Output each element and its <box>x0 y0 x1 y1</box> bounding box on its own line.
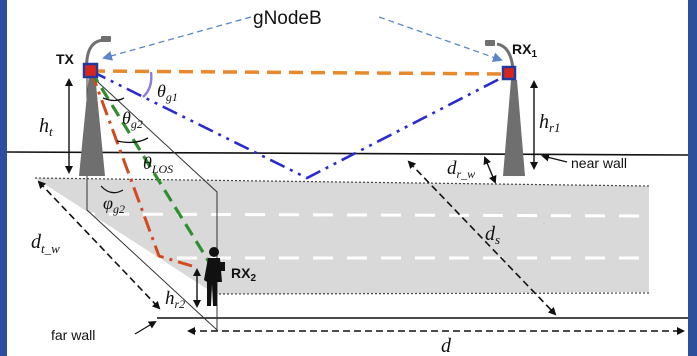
theta-g1-arc <box>142 71 153 98</box>
far-wall-label: far wall <box>51 327 95 343</box>
gnodeb-arrow-rx1 <box>378 16 503 63</box>
near-wall-pointer <box>541 153 568 163</box>
los-link-tx-rx1 <box>90 69 510 76</box>
street-canyon-diagram: gNodeB TX RX1 RX2 ht hr1 hr2 θg1 θg2 θLO… <box>7 8 688 356</box>
hr1-label: hr1 <box>539 111 561 135</box>
reflected-link-near-wall <box>90 69 510 180</box>
lane-marking-1 <box>74 212 650 218</box>
theta-g2-label: θg2 <box>122 108 143 131</box>
far-wall-pointer <box>134 320 157 335</box>
los-ray-tx-rx2 <box>89 70 211 263</box>
ht-label: ht <box>39 115 53 139</box>
hr2-label: hr2 <box>165 288 185 311</box>
drw-label: dr_w <box>447 158 475 181</box>
diagram-canvas: gNodeB TX RX1 RX2 ht hr1 hr2 θg1 θg2 θLO… <box>7 0 688 356</box>
gnodeb-arrow-tx <box>102 16 252 61</box>
rx2-pedestrian <box>204 247 225 306</box>
theta-los-arc <box>116 137 149 144</box>
theta-g2-arc <box>102 97 125 102</box>
gnodeb-label: gNodeB <box>253 8 322 29</box>
theta-g1-label: θg1 <box>157 81 178 104</box>
tx-antenna <box>82 62 99 79</box>
d-label: d <box>441 335 452 356</box>
road-surface <box>35 178 649 294</box>
rx2-label: RX2 <box>231 265 256 284</box>
dtw-label: dt_w <box>31 231 60 256</box>
tx-label: TX <box>56 51 75 67</box>
near-wall-label: near wall <box>571 155 627 171</box>
rx1-antenna <box>501 65 517 81</box>
rx1-label: RX1 <box>512 41 537 60</box>
ds-label: ds <box>485 223 500 247</box>
ds-dimension <box>407 160 557 316</box>
theta-los-label: θLOS <box>143 153 173 176</box>
drw-dimension <box>483 156 497 184</box>
rx1-pole <box>485 40 525 176</box>
dtw-dimension <box>37 180 161 310</box>
phi-g2-label: φg2 <box>103 193 125 216</box>
